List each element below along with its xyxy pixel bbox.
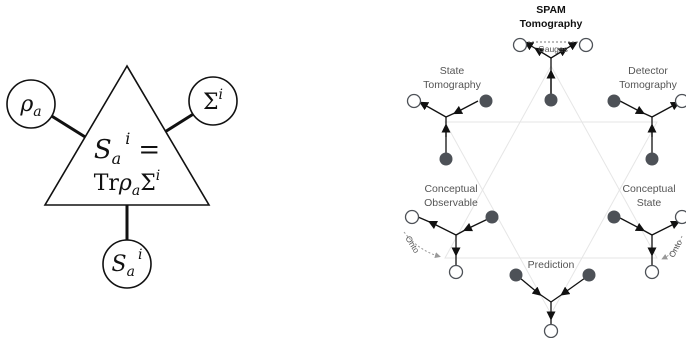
conceptual-obs-open-node-left xyxy=(404,209,420,225)
detector-tomo-open-node xyxy=(674,93,686,109)
conceptual-obs-open-node-bottom xyxy=(448,264,464,280)
hexagram-diagram: SPAM Tomography Gauges State Tomography xyxy=(403,4,686,338)
sigma-label: Σi xyxy=(203,87,223,115)
detector-tomography-junction xyxy=(607,93,686,166)
conceptual-obs-filled-node xyxy=(485,210,499,224)
conceptual-obs-label-line1: Conceptual xyxy=(424,183,477,195)
conceptual-state-label-line1: Conceptual xyxy=(622,183,675,195)
detector-tomo-label-line2: Tomography xyxy=(619,79,678,91)
conceptual-obs-label-line2: Observable xyxy=(424,197,478,209)
spam-tomography-junction xyxy=(512,37,594,107)
prediction-junction xyxy=(509,268,596,338)
rho-wire xyxy=(49,113,91,142)
triangle-eq-line1: Sai= xyxy=(94,129,160,168)
sigma-node xyxy=(188,76,238,126)
state-tomo-open-node xyxy=(406,93,422,109)
conceptual-state-open-node-bottom xyxy=(644,264,660,280)
spam-right-open-node xyxy=(578,37,594,53)
rho-node xyxy=(6,79,56,129)
detector-tomo-label-line1: Detector xyxy=(628,65,668,77)
onto-left-arrow xyxy=(403,231,441,259)
conceptual-state-filled-node xyxy=(607,210,621,224)
spam-label-line2: Tomography xyxy=(520,18,583,30)
conceptual-state-open-node-right xyxy=(674,209,686,225)
state-tomo-label-line2: Tomography xyxy=(423,79,482,91)
conceptual-state-label-line2: State xyxy=(637,197,662,209)
prediction-filled-node-right xyxy=(582,268,596,282)
hexagram-triangle-down xyxy=(444,121,658,316)
prediction-filled-node-left xyxy=(509,268,523,282)
spam-filled-node xyxy=(544,93,558,107)
detector-tomo-filled-node-bottom xyxy=(645,152,659,166)
state-tomo-filled-node-right xyxy=(479,94,493,108)
state-tomography-junction xyxy=(406,93,493,166)
trace-tensor-diagram: ρa Σi Sai Sai= TrρaΣi xyxy=(6,64,238,289)
detector-tomo-filled-node-left xyxy=(607,94,621,108)
gauges-label: Gauges xyxy=(538,44,568,54)
triangle-eq-line2: TrρaΣi xyxy=(94,168,161,199)
state-tomo-label-line1: State xyxy=(440,65,465,77)
onto-left-label: Onto xyxy=(403,234,421,255)
conceptual-state-junction xyxy=(607,209,686,280)
state-tomo-filled-node-bottom xyxy=(439,152,453,166)
output-node xyxy=(102,239,152,289)
prediction-open-node xyxy=(543,323,559,338)
prediction-label: Prediction xyxy=(528,259,575,271)
trace-triangle xyxy=(43,64,211,206)
spam-label-line1: SPAM xyxy=(536,4,566,16)
conceptual-observable-junction xyxy=(403,209,499,280)
spam-left-open-node xyxy=(512,37,528,53)
onto-right-label: Onto xyxy=(667,238,685,259)
output-label: Sai xyxy=(112,247,143,280)
hexagram-triangle-up xyxy=(444,64,658,259)
rho-label: ρa xyxy=(19,92,41,120)
